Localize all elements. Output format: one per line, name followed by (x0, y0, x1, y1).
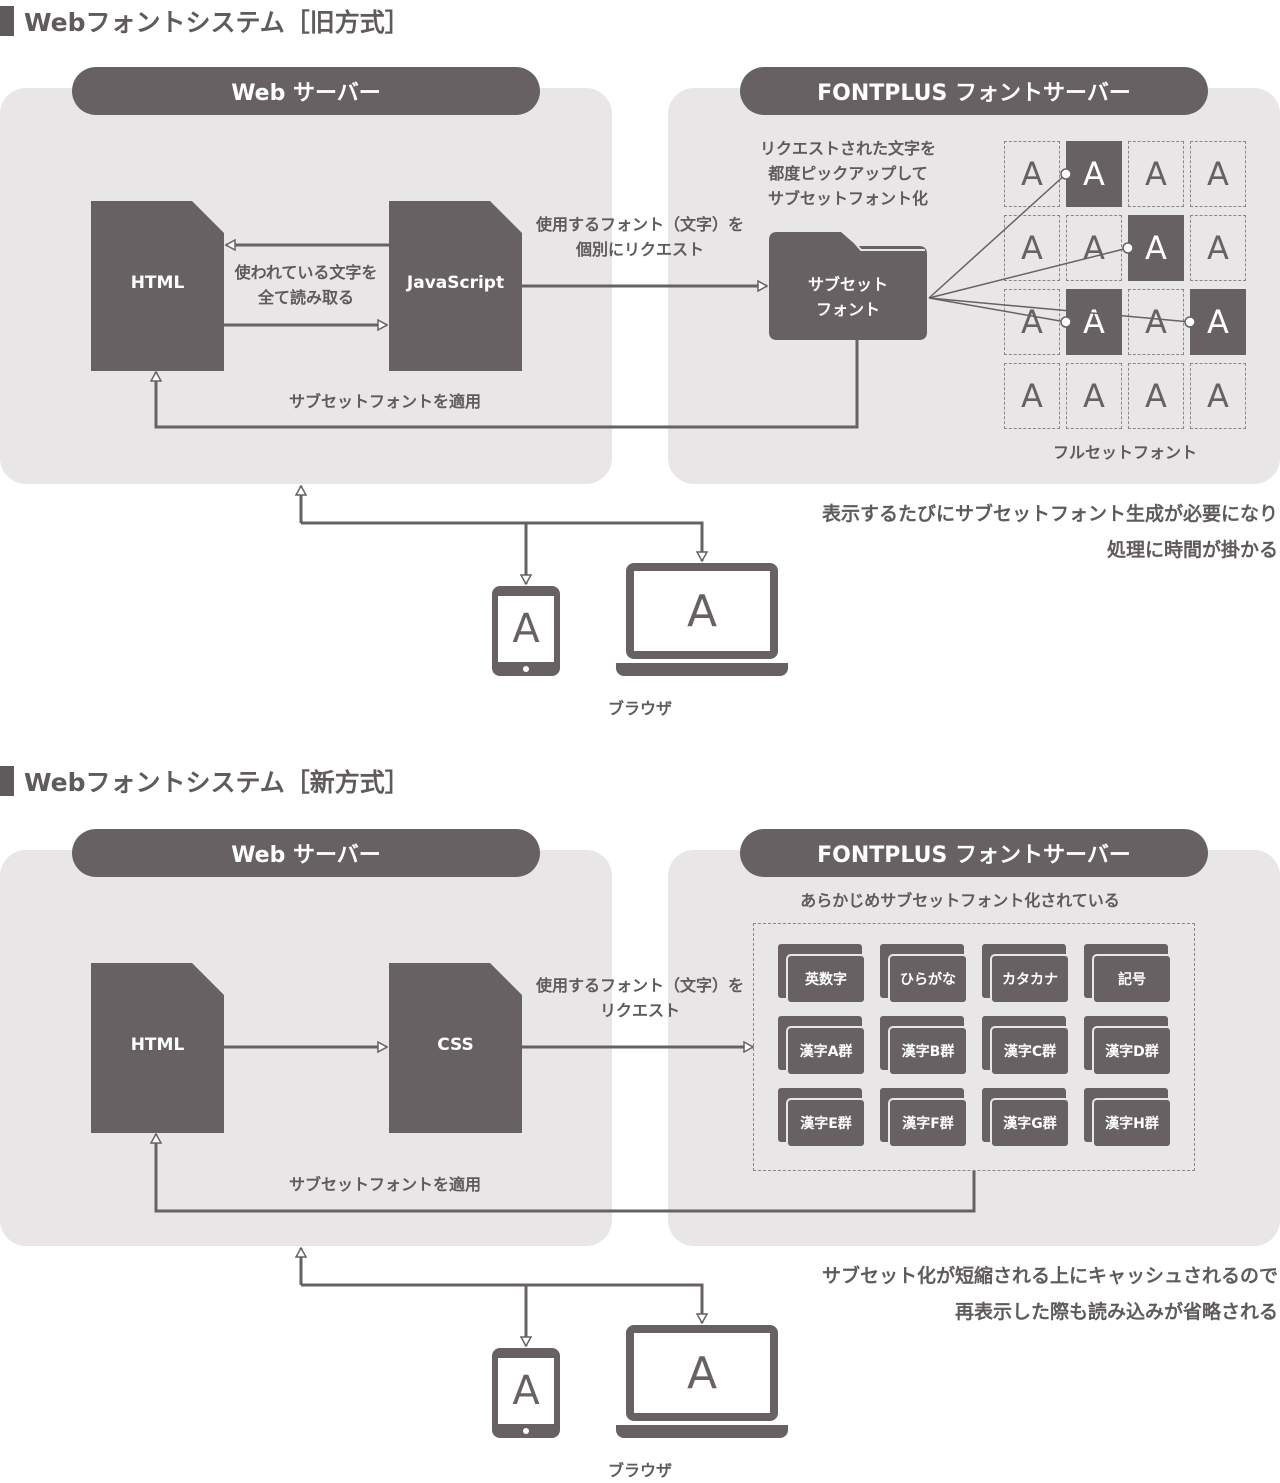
pickup-lines (928, 173, 1191, 323)
tablet-screen: A (498, 596, 554, 662)
subset-folder: 漢字D群 (1082, 1014, 1172, 1076)
new-apply-label: サブセットフォントを適用 (288, 1175, 481, 1194)
subset-folder-label: 漢字A群 (786, 1026, 866, 1076)
subset-folder: 英数字 (776, 942, 866, 1004)
glyph-cell: A (1190, 363, 1246, 429)
old-font-server-header: FONTPLUS フォントサーバー (740, 67, 1208, 115)
subset-folder-label: 漢字F群 (888, 1098, 968, 1148)
subset-folder: 漢字G群 (980, 1086, 1070, 1148)
new-html-label: HTML (130, 1035, 185, 1055)
new-note: サブセット化が短縮される上にキャッシュされるので 再表示した際も読み込みが省略さ… (821, 1265, 1278, 1323)
glyph-cell-selected: A (1066, 141, 1122, 207)
pickup-dots (1060, 168, 1196, 328)
subset-folder: 記号 (1082, 942, 1172, 1004)
new-font-server-header: FONTPLUS フォントサーバー (740, 829, 1208, 877)
old-browser-label: ブラウザ (607, 699, 672, 718)
old-js-label: JavaScript (406, 273, 505, 293)
tablet-screen: A (498, 1358, 554, 1424)
glyph-cell: A (1128, 363, 1184, 429)
old-subset-folder-icon (769, 232, 929, 340)
subset-folder-label: 英数字 (786, 954, 866, 1004)
new-laptop-base (616, 1425, 788, 1438)
glyph-cell: A (1066, 363, 1122, 429)
new-request-label: 使用するフォント（文字）を リクエスト (535, 976, 744, 1020)
glyph-cell: A (1004, 289, 1060, 355)
old-laptop-icon: A (626, 563, 778, 665)
new-presubset-label: あらかじめサブセットフォント化されている (800, 891, 1120, 910)
old-section-title: Webフォントシステム［旧方式］ (0, 4, 410, 38)
new-web-server-header: Web サーバー (72, 829, 540, 877)
old-note: 表示するたびにサブセットフォント生成が必要になり 処理に時間が掛かる (821, 503, 1278, 561)
new-title-text: Webフォントシステム［新方式］ (24, 768, 410, 797)
subset-folder-label: ひらがな (888, 954, 968, 1004)
old-web-server-header: Web サーバー (72, 67, 540, 115)
subset-folder-label: 漢字B群 (888, 1026, 968, 1076)
new-css-document-icon (389, 963, 522, 1133)
old-tablet-icon: A (492, 586, 560, 676)
new-browser-label: ブラウザ (607, 1461, 672, 1480)
subset-folder-label: 記号 (1092, 954, 1172, 1004)
glyph-cell: A (1128, 141, 1184, 207)
old-read-label: 使われている文字を 全て読み取る (234, 263, 378, 307)
subset-folder: カタカナ (980, 942, 1070, 1004)
subset-folder: ひらがな (878, 942, 968, 1004)
old-request-label: 使用するフォント（文字）を 個別にリクエスト (535, 215, 744, 259)
new-tablet-icon: A (492, 1348, 560, 1438)
laptop-screen: A (634, 571, 770, 651)
new-laptop-icon: A (626, 1325, 778, 1427)
glyph-cell-selected: A (1128, 215, 1184, 281)
glyph-cell: A (1004, 141, 1060, 207)
laptop-screen: A (634, 1333, 770, 1413)
new-section-title: Webフォントシステム［新方式］ (0, 764, 410, 798)
subset-folder-label: カタカナ (990, 954, 1070, 1004)
glyph-cell-selected: A (1190, 289, 1246, 355)
old-laptop-arrow (301, 521, 702, 561)
glyph-cell: A (1190, 141, 1246, 207)
old-title-text: Webフォントシステム［旧方式］ (24, 8, 410, 37)
title-bar-marker (0, 6, 14, 36)
subset-folder-label: 漢字D群 (1092, 1026, 1172, 1076)
old-subset-folder-label: サブセット フォント (807, 275, 888, 319)
new-apply-arrow (156, 1134, 976, 1213)
subset-folder: 漢字A群 (776, 1014, 866, 1076)
new-laptop-arrow (301, 1283, 702, 1323)
new-html-document-icon (91, 963, 224, 1133)
subset-folder: 漢字C群 (980, 1014, 1070, 1076)
glyph-cell: A (1004, 215, 1060, 281)
subset-folder: 漢字F群 (878, 1086, 968, 1148)
old-html-document-icon (91, 201, 224, 371)
title-bar-marker (0, 766, 14, 796)
subset-folder-label: 漢字E群 (786, 1098, 866, 1148)
old-apply-label: サブセットフォントを適用 (288, 392, 481, 411)
subset-folder-label: 漢字G群 (990, 1098, 1070, 1148)
glyph-cell: A (1004, 363, 1060, 429)
subset-folder-label: 漢字C群 (990, 1026, 1070, 1076)
subset-folder: 漢字H群 (1082, 1086, 1172, 1148)
old-pickup-label: リクエストされた文字を 都度ピックアップして サブセットフォント化 (759, 139, 936, 208)
old-js-document-icon (389, 201, 522, 371)
old-apply-arrow (156, 340, 859, 429)
old-laptop-base (616, 663, 788, 676)
old-html-label: HTML (130, 273, 185, 293)
subset-folder: 漢字E群 (776, 1086, 866, 1148)
new-css-label: CSS (437, 1035, 474, 1055)
subset-folder: 漢字B群 (878, 1014, 968, 1076)
subset-folder-label: 漢字H群 (1092, 1098, 1172, 1148)
glyph-cell: A (1190, 215, 1246, 281)
old-fullset-label: フルセットフォント (1052, 443, 1197, 462)
